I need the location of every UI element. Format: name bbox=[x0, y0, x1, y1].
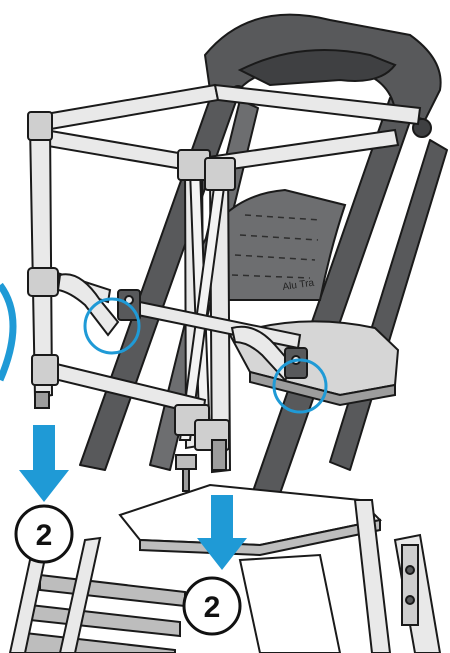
top-handle bbox=[203, 13, 442, 138]
hinge-arms bbox=[56, 273, 297, 382]
step-number-label: 2 bbox=[36, 519, 53, 552]
arrow-down-icon bbox=[197, 495, 247, 570]
seat-brand-text: Alu Tra bbox=[282, 278, 315, 293]
step-callout-right: 2 bbox=[182, 495, 247, 636]
step-number-label: 2 bbox=[204, 591, 221, 624]
cropped-highlight-arc bbox=[0, 282, 17, 382]
latch-highlight-circle-left bbox=[83, 297, 141, 355]
arrow-down-icon bbox=[19, 425, 69, 502]
step-number-circle bbox=[14, 504, 74, 564]
step-callout-left: 2 bbox=[14, 425, 74, 564]
seat-back: Alu Tra bbox=[198, 188, 347, 301]
latch-highlight-circle-right bbox=[272, 358, 328, 414]
platform-base bbox=[8, 454, 442, 653]
frame-connectors bbox=[27, 111, 236, 471]
step-number-circle bbox=[182, 576, 242, 636]
